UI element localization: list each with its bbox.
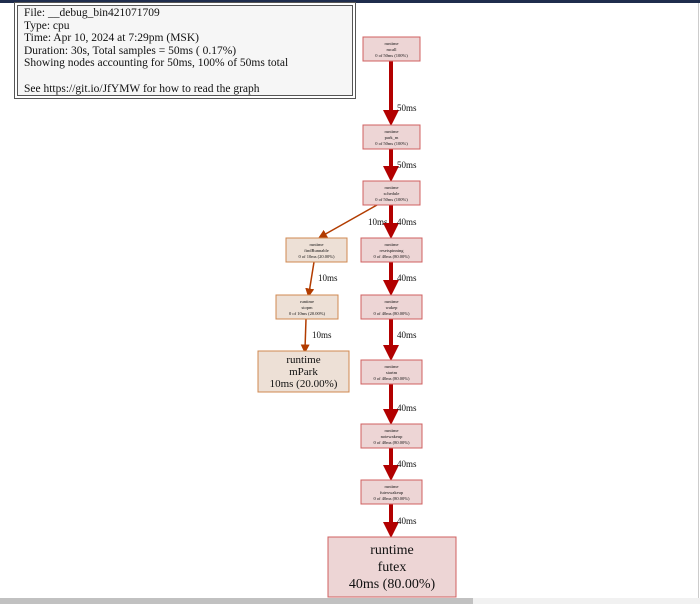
- edge-label: 10ms: [368, 217, 388, 227]
- svg-text:runtime: runtime: [385, 41, 399, 46]
- edge-label: 50ms: [397, 160, 417, 170]
- edge-label: 40ms: [397, 330, 417, 340]
- svg-text:40ms (80.00%): 40ms (80.00%): [349, 577, 436, 592]
- svg-text:mPark: mPark: [289, 366, 318, 378]
- node-futex[interactable]: runtime futex 40ms (80.00%): [327, 536, 457, 598]
- edge-startm-notewakeup[interactable]: 40ms: [383, 384, 417, 425]
- edge-schedule-findRunnable[interactable]: 10ms: [318, 204, 388, 239]
- svg-text:futex: futex: [378, 560, 407, 575]
- svg-text:10ms (20.00%): 10ms (20.00%): [270, 378, 338, 390]
- svg-text:0 of 40ms (80.00%): 0 of 40ms (80.00%): [374, 440, 410, 445]
- svg-text:findRunnable: findRunnable: [304, 248, 329, 253]
- svg-text:runtime: runtime: [300, 299, 314, 304]
- svg-text:runtime: runtime: [385, 242, 399, 247]
- edge-schedule-resetspinning[interactable]: 40ms: [383, 205, 417, 239]
- edge-label: 40ms: [397, 217, 417, 227]
- svg-text:0 of 40ms (80.00%): 0 of 40ms (80.00%): [374, 311, 410, 316]
- svg-text:runtime: runtime: [385, 428, 399, 433]
- viewport-border: [698, 3, 699, 598]
- svg-text:futexwakeup: futexwakeup: [380, 490, 404, 495]
- svg-text:mcall: mcall: [387, 47, 398, 52]
- edge-stopm-mPark[interactable]: 10ms: [300, 318, 332, 354]
- svg-text:0 of 40ms (80.00%): 0 of 40ms (80.00%): [374, 254, 410, 259]
- edge-mcall-park_m[interactable]: 50ms: [383, 61, 417, 126]
- edge-label: 50ms: [397, 103, 417, 113]
- svg-text:resetspinning: resetspinning: [380, 248, 405, 253]
- edge-label: 10ms: [312, 330, 332, 340]
- svg-text:schedule: schedule: [384, 191, 400, 196]
- svg-text:runtime: runtime: [370, 543, 414, 558]
- svg-text:runtime: runtime: [385, 299, 399, 304]
- svg-text:notewakeup: notewakeup: [381, 434, 403, 439]
- legend-type: Type: cpu: [24, 19, 70, 32]
- svg-text:stopm: stopm: [301, 305, 313, 310]
- legend-duration: Duration: 30s, Total samples = 50ms ( 0.…: [24, 44, 237, 57]
- horizontal-scrollbar[interactable]: [0, 598, 700, 604]
- svg-text:park_m: park_m: [385, 135, 399, 140]
- svg-text:0 of 10ms (20.00%): 0 of 10ms (20.00%): [289, 311, 325, 316]
- legend-help: See https://git.io/JfYMW for how to read…: [24, 82, 260, 95]
- profile-legend: File: __debug_bin421071709 Type: cpu Tim…: [14, 2, 356, 99]
- edge-resetspinning-wakep[interactable]: 40ms: [383, 262, 417, 296]
- svg-text:0 of 50ms (100%): 0 of 50ms (100%): [375, 53, 408, 58]
- svg-text:runtime: runtime: [385, 484, 399, 489]
- edge-park_m-schedule[interactable]: 50ms: [383, 149, 417, 182]
- legend-time: Time: Apr 10, 2024 at 7:29pm (MSK): [24, 32, 199, 45]
- edge-label: 40ms: [397, 273, 417, 283]
- svg-text:runtime: runtime: [385, 185, 399, 190]
- edge-label: 40ms: [397, 516, 417, 526]
- svg-text:0 of 50ms (100%): 0 of 50ms (100%): [375, 197, 408, 202]
- edge-findRunnable-stopm[interactable]: 10ms: [305, 261, 338, 298]
- edge-label: 40ms: [397, 403, 417, 413]
- svg-text:runtime: runtime: [286, 354, 320, 366]
- svg-text:0 of 40ms (80.00%): 0 of 40ms (80.00%): [374, 376, 410, 381]
- svg-text:runtime: runtime: [310, 242, 324, 247]
- edge-label: 10ms: [318, 273, 338, 283]
- svg-text:runtime: runtime: [385, 129, 399, 134]
- legend-file: File: __debug_bin421071709: [24, 7, 160, 19]
- svg-text:0 of 50ms (100%): 0 of 50ms (100%): [375, 141, 408, 146]
- edge-wakep-startm[interactable]: 40ms: [383, 319, 417, 361]
- top-bar: [0, 0, 700, 3]
- legend-showing: Showing nodes accounting for 50ms, 100% …: [24, 57, 289, 70]
- edge-label: 40ms: [397, 459, 417, 469]
- svg-text:startm: startm: [386, 370, 398, 375]
- edge-notewakeup-futexwakeup[interactable]: 40ms: [383, 448, 417, 481]
- svg-text:runtime: runtime: [385, 364, 399, 369]
- scrollbar-thumb[interactable]: [0, 598, 473, 604]
- edge-futexwakeup-futex[interactable]: 40ms: [383, 504, 417, 538]
- svg-text:0 of 40ms (80.00%): 0 of 40ms (80.00%): [374, 496, 410, 501]
- svg-text:wakep: wakep: [386, 305, 398, 310]
- svg-text:0 of 10ms (20.00%): 0 of 10ms (20.00%): [299, 254, 335, 259]
